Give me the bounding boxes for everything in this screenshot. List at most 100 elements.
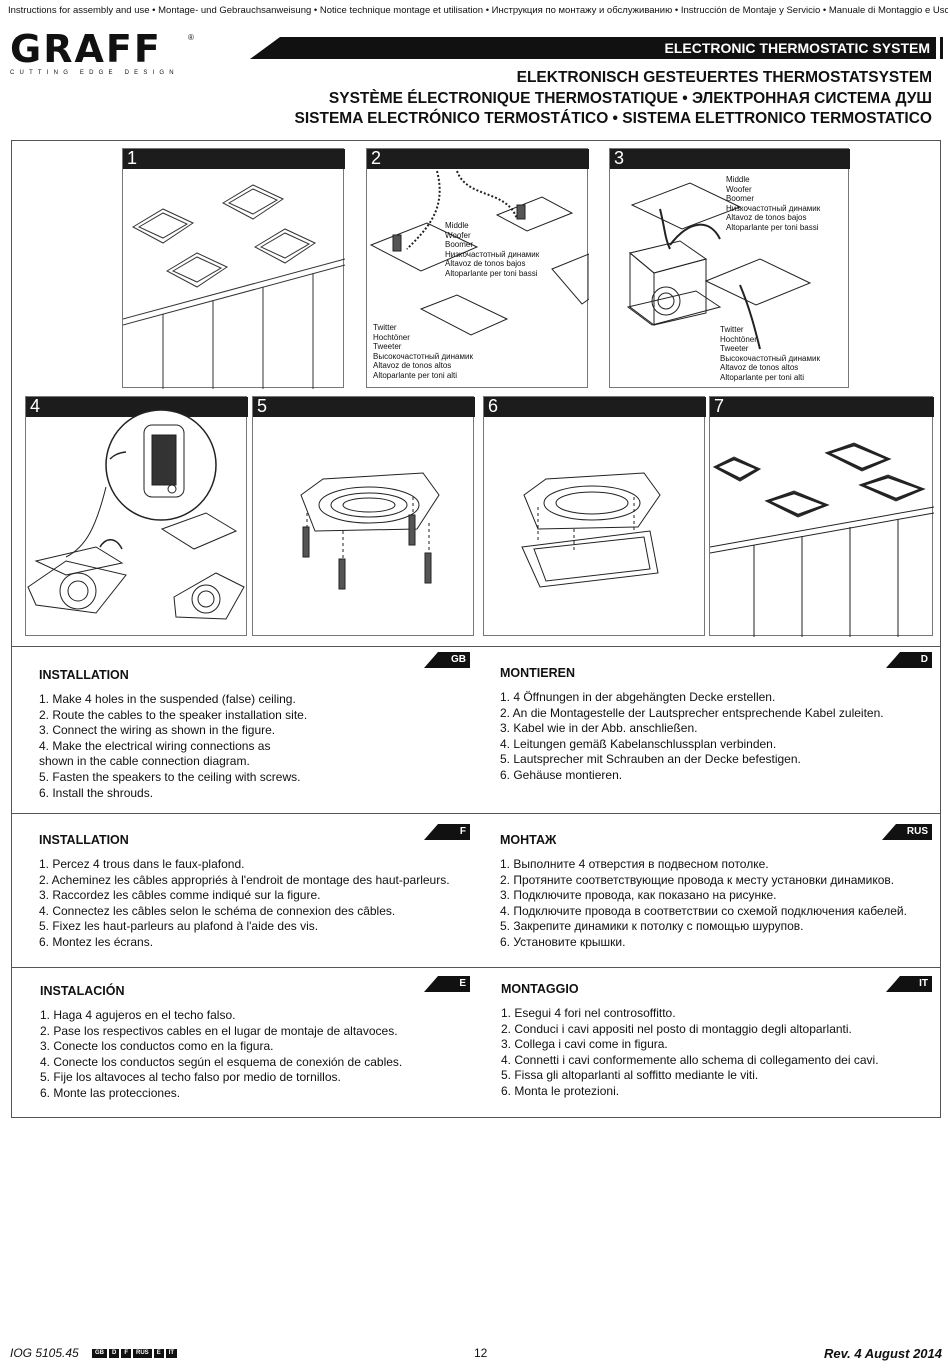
banner-end-bar [940,37,943,59]
step-1-illustration [123,184,345,389]
section-e-list: 1. Haga 4 agujeros en el techo falso. 2.… [40,1008,402,1102]
woofer-label: Boomer [445,240,474,249]
section-gb: INSTALLATION 1. Make 4 holes in the susp… [39,668,307,801]
section-d-list: 1. 4 Öffnungen in der abgehängten Decke … [500,690,884,784]
brand-logo: GRAFF ® CUTTING EDGE DESIGN [10,27,194,76]
tag-shape [424,824,470,840]
step-2-header: 2 [367,148,589,169]
section-rus: МОНТАЖ 1. Выполните 4 отверстия в подвес… [500,833,907,951]
woofer-label: Middle [726,175,750,184]
section-e: INSTALACIÓN 1. Haga 4 agujeros en el tec… [40,984,402,1102]
list-item: 2. Acheminez les câbles appropriés à l'e… [39,872,450,887]
tweeter-label: Altavoz de tonos altos [720,363,799,372]
language-flags: GB D F RUS E IT [92,1349,178,1358]
list-item: 3. Connect the wiring as shown in the fi… [39,723,276,738]
step-3-number: 3 [614,148,625,168]
list-item: 5. Fasten the speakers to the ceiling wi… [39,769,301,784]
list-item: 4. Make the electrical wiring connection… [39,738,271,753]
tag-shape [424,652,470,668]
section-gb-title: INSTALLATION [39,668,129,682]
step-6-header: 6 [484,396,706,417]
lang-tag-d-text: D [920,654,928,665]
step-3-header: 3 [610,148,850,169]
tweeter-label: Twitter [720,325,744,334]
list-item: 6. Установите крышки. [500,934,626,949]
tweeter-label: Высокочастотный динамик [373,351,473,361]
lang-tag-gb: GB [424,652,470,668]
list-item: 1. Esegui 4 fori nel controsoffitto. [501,1006,676,1020]
title-de: ELEKTRONISCH GESTEUERTES THERMOSTATSYSTE… [516,69,932,86]
list-item: 2. Протяните соответствующие провода к м… [500,872,895,887]
step-5-header: 5 [253,396,475,417]
list-item: 6. Install the shrouds. [39,785,154,800]
revision-date: Rev. 4 August 2014 [823,1346,942,1361]
tweeter-label: Tweeter [373,342,402,351]
list-item: 2. An die Montagestelle der Lautsprecher… [500,705,884,720]
woofer-label: Altoparlante per toni bassi [445,268,538,278]
list-item: 4. Connectez les câbles selon le schéma … [39,903,396,918]
step-5-number: 5 [257,396,268,416]
step-7-header: 7 [710,396,934,417]
list-item: 4. Connetti i cavi conformemente allo sc… [501,1052,879,1067]
section-gb-list: 1. Make 4 holes in the suspended (false)… [39,692,307,801]
woofer-label: Altoparlante per toni bassi [726,222,819,232]
section-it-list: 1. Esegui 4 fori nel controsoffitto. 2. … [501,1006,879,1100]
section-f: INSTALLATION 1. Percez 4 trous dans le f… [39,833,450,951]
step-7-panel: 7 [709,396,934,637]
tweeter-label: Высокочастотный динамик [720,353,820,363]
lang-tag-it: IT [886,976,932,992]
registered-mark: ® [188,33,194,42]
flag-rus: RUS [133,1349,152,1358]
step-1-panel: 1 [122,148,345,389]
list-item: 1. 4 Öffnungen in der abgehängten Decke … [500,690,776,704]
list-item: 5. Fixez les haut-parleurs au plafond à … [39,919,319,934]
divider [12,646,940,647]
list-item: 3. Kabel wie in der Abb. anschließen. [500,721,698,736]
tweeter-label: Twitter [373,323,397,332]
step-3-panel: 3 Middle Woofer Boomer Низкочастотный ди… [609,148,850,388]
tweeter-label: Hochtöner [373,332,410,342]
list-item: 1. Percez 4 trous dans le faux-plafond. [39,857,245,871]
woofer-label: Woofer [726,184,752,194]
step-5-illustration [300,472,440,590]
section-it: MONTAGGIO 1. Esegui 4 fori nel controsof… [501,982,879,1100]
step-2-illustration [369,170,589,336]
title-fr-ru: SYSTÈME ÉLECTRONIQUE THERMOSTATIQUE • ЭЛ… [328,90,932,107]
step-2-panel: 2 Middle Woofer Boomer Низкочастотный ди… [366,148,589,388]
step-2-number: 2 [371,148,382,168]
list-item: 3. Collega i cavi come in figura. [501,1037,668,1052]
section-rus-list: 1. Выполните 4 отверстия в подвесном пот… [500,857,907,951]
list-item: 1. Выполните 4 отверстия в подвесном пот… [500,857,769,871]
tag-shape [882,824,932,840]
list-item: 5. Fissa gli altoparlanti al soffitto me… [501,1068,759,1083]
step-5-panel: 5 [252,396,475,636]
languages-line: Instructions for assembly and use • Mont… [8,5,948,16]
tweeter-label: Altavoz de tonos altos [373,361,452,370]
title-es-it: SISTEMA ELECTRÓNICO TERMOSTÁTICO • SISTE… [294,110,932,127]
content-frame [11,140,941,1118]
list-item: shown in the cable connection diagram. [39,754,250,769]
section-d-title: MONTIEREN [500,666,575,680]
step-4-illustration [27,409,245,620]
woofer-label: Низкочастотный динамик [726,203,821,213]
step-4-panel: 4 [25,396,248,636]
list-item: 1. Make 4 holes in the suspended (false)… [39,692,296,706]
tag-shape [886,976,932,992]
lang-tag-rus: RUS [882,824,932,840]
list-item: 4. Leitungen gemäß Kabelanschlussplan ve… [500,736,777,751]
list-item: 5. Fije los altavoces al techo falso por… [40,1070,341,1085]
woofer-label-list: Middle Woofer Boomer Низкочастотный дина… [445,221,539,278]
lang-tag-gb-text: GB [451,654,466,665]
section-rus-title: МОНТАЖ [500,833,557,847]
flag-f: F [121,1349,132,1358]
title-banner: ELECTRONIC THERMOSTATIC SYSTEM [250,37,936,59]
list-item: 6. Montez les écrans. [39,934,154,949]
list-item: 2. Conduci i cavi appositi nel posto di … [501,1021,852,1036]
divider [12,967,940,968]
banner-shape [250,37,936,59]
step-6-panel: 6 [483,396,706,636]
brand-name: GRAFF [10,27,162,71]
lang-tag-e-text: E [459,978,466,989]
section-d: MONTIEREN 1. 4 Öffnungen in der abgehäng… [500,666,884,784]
page-number: 12 [474,1346,488,1360]
